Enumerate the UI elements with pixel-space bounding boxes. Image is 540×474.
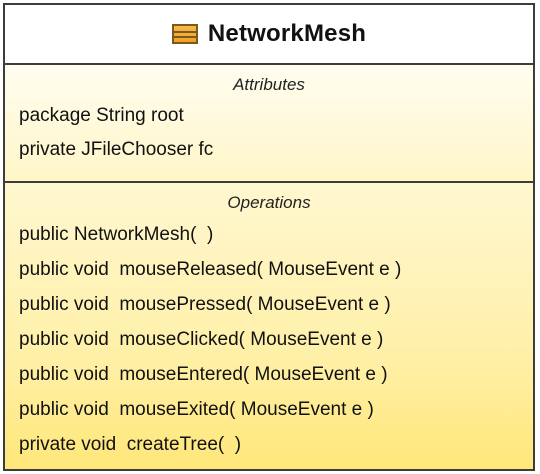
- operation-item: private void createTree( ): [19, 434, 242, 455]
- class-icon: [171, 24, 198, 44]
- attributes-title: Attributes: [233, 75, 305, 94]
- class-name: NetworkMesh: [207, 20, 367, 47]
- operation-item: public void mouseEntered( MouseEvent e ): [19, 364, 388, 385]
- operation-item: public void mouseClicked( MouseEvent e ): [19, 329, 384, 350]
- attributes-compartment: Attributes package String root private J…: [5, 65, 533, 183]
- attribute-item: private JFileChooser fc: [19, 139, 214, 160]
- operation-item: public void mousePressed( MouseEvent e ): [19, 294, 391, 315]
- class-header: NetworkMesh: [5, 5, 533, 65]
- operations-compartment: Operations public NetworkMesh( ) public …: [5, 183, 533, 469]
- uml-class-box[interactable]: NetworkMesh Attributes package String ro…: [3, 3, 535, 471]
- attribute-item: package String root: [19, 105, 184, 126]
- operation-item: public void mouseExited( MouseEvent e ): [19, 399, 374, 420]
- operation-item: public NetworkMesh( ): [19, 224, 214, 245]
- operation-item: public void mouseReleased( MouseEvent e …: [19, 259, 402, 280]
- operations-title: Operations: [227, 193, 311, 212]
